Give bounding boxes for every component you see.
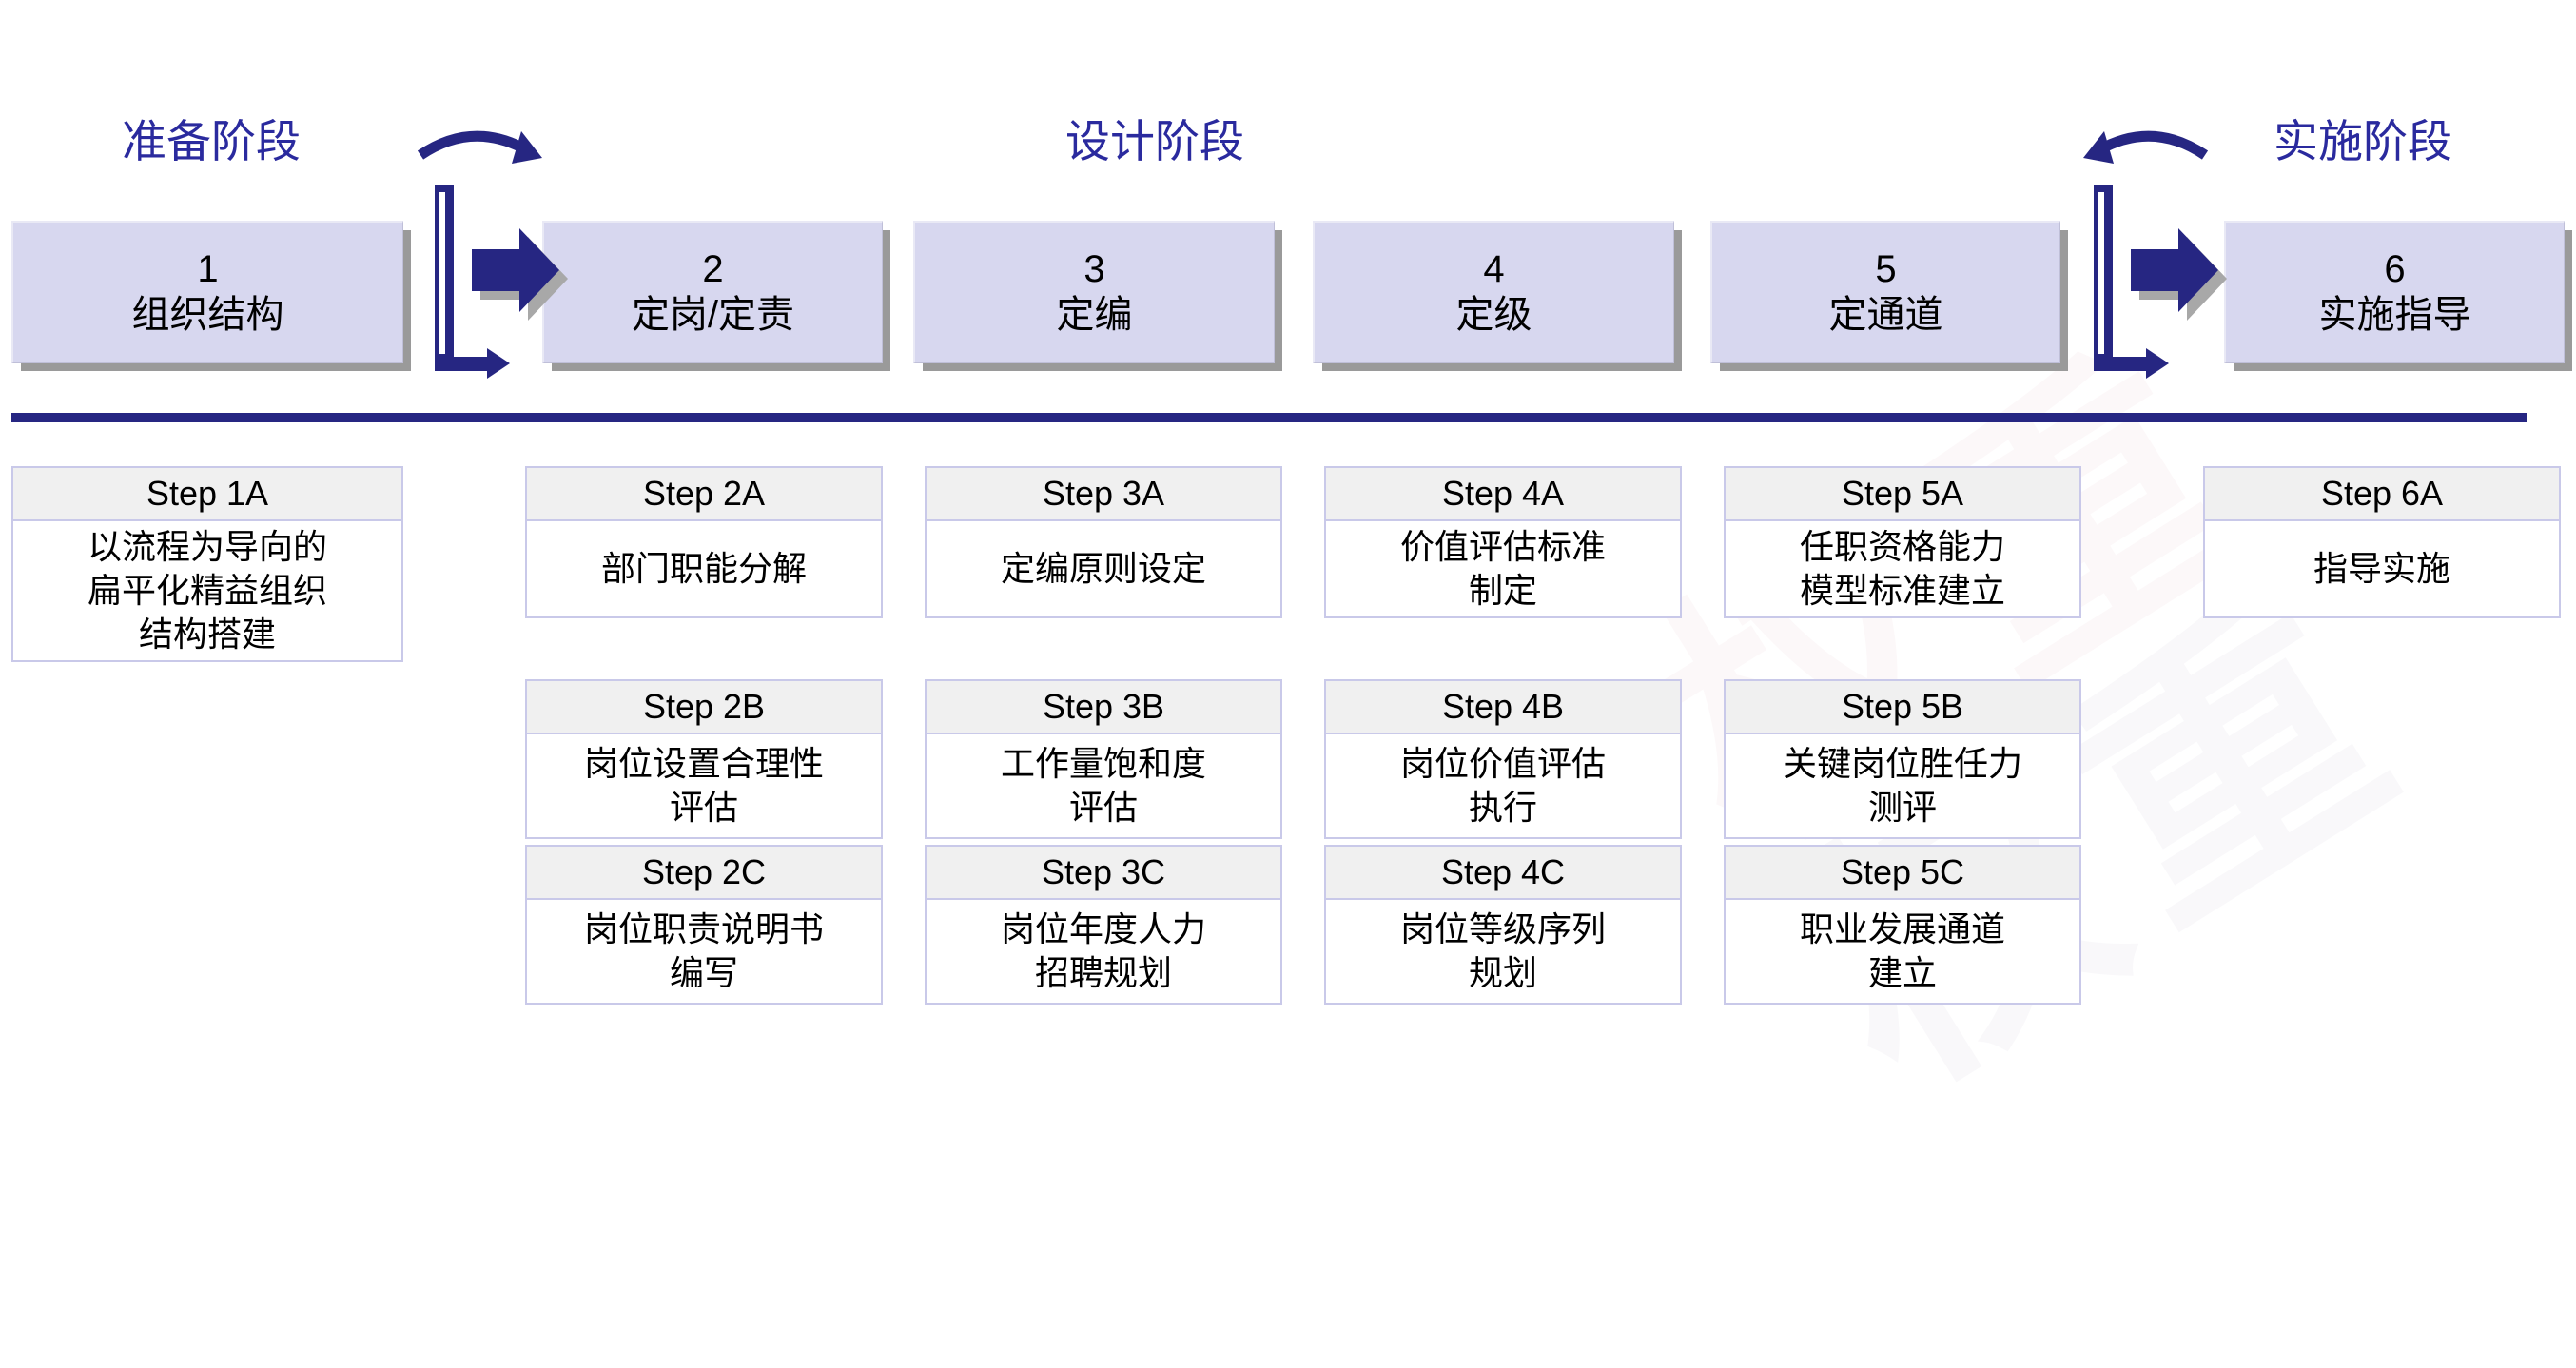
step-card-body: 岗位价值评估执行	[1324, 734, 1682, 839]
block-arrow-icon	[472, 228, 568, 321]
phase-box-number: 3	[1083, 248, 1105, 291]
phase-box-number: 6	[2384, 248, 2406, 291]
bracket-icon	[2094, 185, 2169, 379]
step-card-header: Step 3C	[925, 845, 1282, 900]
step-card-body: 价值评估标准制定	[1324, 521, 1682, 618]
step-card-body: 工作量饱和度评估	[925, 734, 1282, 839]
phase-title-1: 准备阶段	[122, 116, 301, 166]
step-card-body: 部门职能分解	[525, 521, 883, 618]
step-card-body: 定编原则设定	[925, 521, 1282, 618]
bracket-icon	[435, 185, 510, 379]
step-card-body: 岗位等级序列规划	[1324, 900, 1682, 1005]
step-card-header: Step 5C	[1724, 845, 2081, 900]
phase-title-3: 实施阶段	[2274, 116, 2452, 166]
block-arrow-icon	[2131, 228, 2227, 321]
feedback-loop-connector	[2062, 122, 2243, 388]
step-card-header: Step 5A	[1724, 466, 2081, 521]
step-card-body: 职业发展通道建立	[1724, 900, 2081, 1005]
phase-box-number: 4	[1483, 248, 1505, 291]
step-card-header: Step 2B	[525, 679, 883, 734]
phase-title-2: 设计阶段	[1065, 116, 1244, 166]
phase-box-number: 5	[1875, 248, 1897, 291]
step-card-header: Step 3B	[925, 679, 1282, 734]
step-card-header: Step 2C	[525, 845, 883, 900]
phase-box-label: 实施指导	[2318, 293, 2471, 336]
step-card-header: Step 5B	[1724, 679, 2081, 734]
step-card-header: Step 4A	[1324, 466, 1682, 521]
phase-box-label: 组织结构	[131, 293, 284, 336]
forward-loop-connector	[403, 122, 584, 388]
phase-box-number: 2	[702, 248, 724, 291]
phase-box-label: 定级	[1455, 293, 1532, 336]
phase-box-label: 定岗/定责	[631, 293, 795, 336]
step-card-body: 岗位年度人力招聘规划	[925, 900, 1282, 1005]
phase-box-label: 定通道	[1828, 293, 1943, 336]
step-card-body: 指导实施	[2203, 521, 2561, 618]
step-card-body: 任职资格能力模型标准建立	[1724, 521, 2081, 618]
step-card-body: 以流程为导向的扁平化精益组织结构搭建	[11, 521, 403, 662]
step-card-header: Step 2A	[525, 466, 883, 521]
step-card-header: Step 4C	[1324, 845, 1682, 900]
section-divider	[11, 413, 2527, 422]
curved-arrow-icon	[417, 130, 542, 164]
step-card-header: Step 3A	[925, 466, 1282, 521]
step-card-header: Step 6A	[2203, 466, 2561, 521]
curved-arrow-icon	[2083, 130, 2209, 164]
step-card-header: Step 1A	[11, 466, 403, 521]
step-card-body: 关键岗位胜任力测评	[1724, 734, 2081, 839]
step-card-body: 岗位设置合理性评估	[525, 734, 883, 839]
phase-box-number: 1	[197, 248, 219, 291]
step-card-body: 岗位职责说明书编写	[525, 900, 883, 1005]
step-card-header: Step 4B	[1324, 679, 1682, 734]
phase-box-label: 定编	[1056, 293, 1133, 336]
